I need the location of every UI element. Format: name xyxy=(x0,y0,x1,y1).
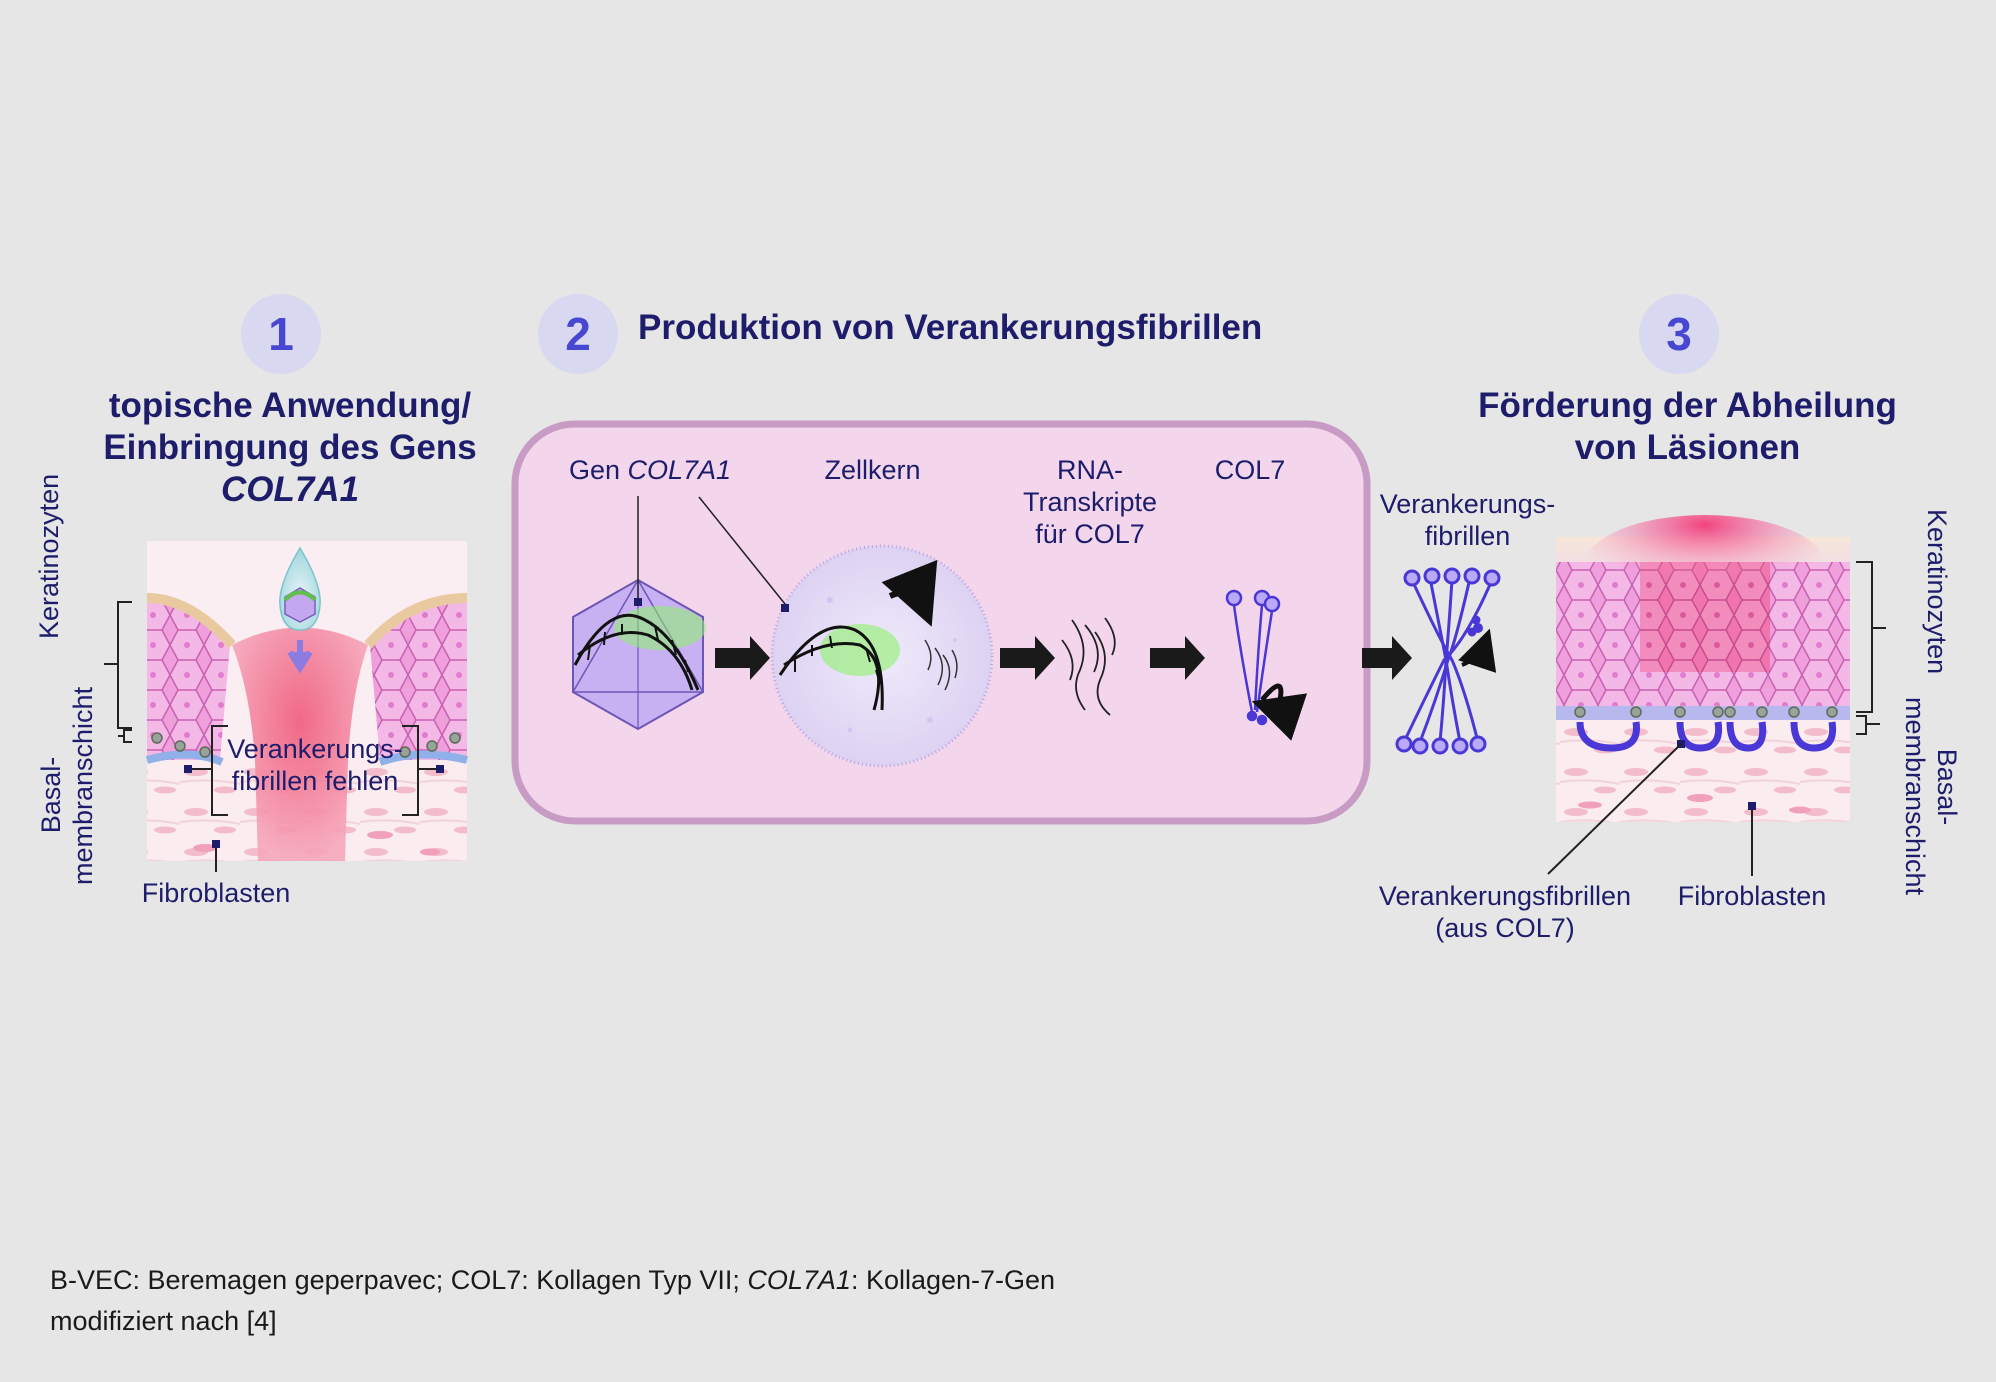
step-1-title-line-2: Einbringung des Gens xyxy=(103,428,477,467)
panel1-basal-membrane-label: Basal- membranschicht xyxy=(35,686,105,885)
rna-label: RNA- Transkripte für COL7 xyxy=(1000,454,1180,550)
panel3-keratinocytes-label: Keratinozyten xyxy=(1922,509,1952,675)
missing-fibrils-label: Verankerungs- fibrillen fehlen xyxy=(212,733,418,797)
panel1-keratinocytes-label: Keratinozyten xyxy=(34,473,64,639)
panel3-fibroblasts-label: Fibroblasten xyxy=(1677,881,1827,911)
gene-label-prefix: Gen xyxy=(568,455,620,485)
anchoring-fibril-bundle xyxy=(1395,567,1501,755)
step-3-title-line-1: Förderung der Abheilung xyxy=(1478,386,1897,425)
step-1-title-line-1: topische Anwendung/ xyxy=(108,386,472,425)
footer-line-1-b: : Kollagen-7-Gen xyxy=(850,1265,1056,1295)
anchor-fibrils-line-1: Verankerungs- xyxy=(1379,489,1556,519)
wound-illustration xyxy=(145,541,468,872)
step-3-badge: 3 xyxy=(1639,294,1719,374)
panel3-brackets xyxy=(1856,561,1886,735)
col7-protein xyxy=(1225,589,1308,741)
nucleus-label: Zellkern xyxy=(824,455,921,485)
footer-source: modifiziert nach [4] xyxy=(50,1306,277,1336)
panel3-basal-line-2: membranschicht xyxy=(1900,697,1930,896)
fibrils-from-col7-label: Verankerungsfibrillen (aus COL7) xyxy=(1360,880,1650,944)
panel1-fibroblasts-label: Fibroblasten xyxy=(141,878,291,908)
footer-line-1-gene: COL7A1 xyxy=(747,1265,851,1295)
panel1-brackets xyxy=(104,601,132,743)
healed-skin-illustration xyxy=(1547,515,1850,876)
gene-label: Gen COL7A1 xyxy=(560,454,740,486)
gene-label-name: COL7A1 xyxy=(627,455,732,485)
step-1-title: topische Anwendung/ Einbringung des Gens… xyxy=(90,385,490,511)
rna-label-line-3: für COL7 xyxy=(1035,519,1145,549)
missing-fibrils-line-1: Verankerungs- xyxy=(227,734,403,764)
rna-transcripts xyxy=(1061,617,1116,716)
rna-label-line-1: RNA- xyxy=(1057,455,1123,485)
fibrils-from-line-1: Verankerungsfibrillen xyxy=(1378,881,1632,911)
panel1-basal-line-2: membranschicht xyxy=(68,686,98,885)
process-arrows xyxy=(715,636,1412,680)
step-2-title: Produktion von Verankerungsfibrillen xyxy=(638,308,1263,347)
nucleus xyxy=(698,496,994,768)
step-1-badge: 1 xyxy=(241,294,321,374)
virus-capsid xyxy=(571,496,706,731)
col7-label: COL7 xyxy=(1214,455,1286,485)
panel1-basal-line-1: Basal- xyxy=(36,756,66,834)
step-3-title-line-2: von Läsionen xyxy=(1574,428,1801,467)
step-2-badge: 2 xyxy=(538,294,618,374)
fibrils-from-line-2: (aus COL7) xyxy=(1435,913,1575,943)
panel3-basal-line-1: Basal- xyxy=(1932,748,1962,826)
anchor-fibrils-label: Verankerungs- fibrillen xyxy=(1365,488,1570,552)
step-3-title: Förderung der Abheilung von Läsionen xyxy=(1450,385,1925,469)
step-1-title-gene: COL7A1 xyxy=(220,470,360,509)
rna-label-line-2: Transkripte xyxy=(1022,487,1158,517)
footer-abbreviations: B-VEC: Beremagen geperpavec; COL7: Kolla… xyxy=(50,1260,1055,1300)
anchor-fibrils-line-2: fibrillen xyxy=(1424,521,1511,551)
footer-line-1-a: B-VEC: Beremagen geperpavec; COL7: Kolla… xyxy=(50,1265,748,1295)
panel3-basal-membrane-label: Basal- membranschicht xyxy=(1893,697,1963,896)
missing-fibrils-line-2: fibrillen fehlen xyxy=(231,766,399,796)
